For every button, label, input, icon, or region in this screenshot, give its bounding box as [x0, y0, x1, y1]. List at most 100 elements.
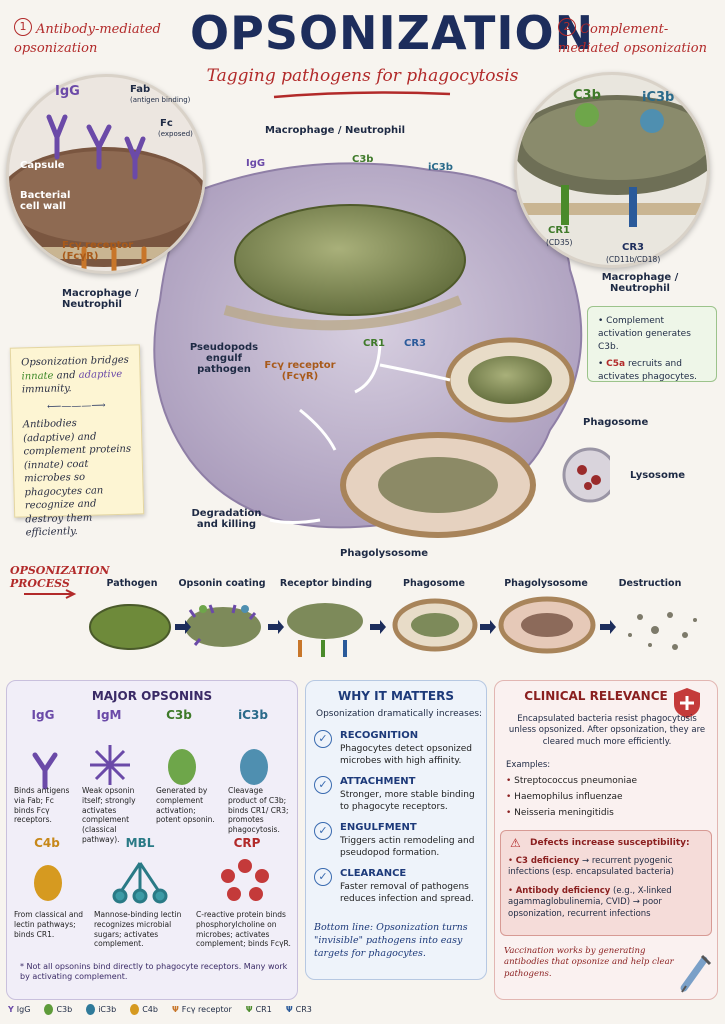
- examples-label: Examples:: [506, 760, 551, 770]
- subtitle-underline: [273, 91, 451, 99]
- complement-item2: • C5a recruits and activates phagocytes.: [598, 359, 697, 383]
- opsonin-desc-crp: C-reactive protein binds phosphorylcholi…: [196, 910, 291, 949]
- lysosome-label: Lysosome: [630, 470, 686, 481]
- opsonin-desc-ic3b: Cleavage product of C3b; binds CR1/ CR3;…: [228, 786, 289, 834]
- step-destruction-icon: [628, 612, 697, 650]
- fab-sub-label: (antigen binding): [130, 96, 191, 104]
- opsonin-name-ic3b: iC3b: [238, 708, 268, 722]
- step-label-destruction: Destruction: [618, 578, 682, 589]
- note-line1: Opsonization bridges innate and adaptive…: [21, 354, 130, 396]
- note-line2: Antibodies (adaptive) and complement pro…: [22, 418, 132, 539]
- ic3b-icon: [240, 749, 268, 785]
- cell-wall-label: Bacterial cell wall: [20, 190, 71, 212]
- step-pathogen-icon: [89, 604, 171, 650]
- center-c3b-label: C3b: [352, 154, 374, 165]
- why-head-attachment: ATTACHMENT: [340, 776, 416, 787]
- step-label-binding: Receptor binding: [279, 578, 373, 589]
- major-opsonins-panel: MAJOR OPSONINS: [6, 680, 298, 1000]
- mbl-icon: [112, 862, 168, 904]
- vaccine-note: Vaccination works by generating antibodi…: [504, 946, 674, 979]
- syringe-icon: [680, 954, 712, 993]
- center-ic3b-label: iC3b: [428, 162, 453, 173]
- example-item: • Haemophilus influenzae: [506, 792, 623, 802]
- why-text-engulfment: Triggers actin remodeling and pseudopod …: [340, 836, 475, 858]
- phagosome-label: Phagosome: [583, 417, 649, 428]
- opsonin-name-crp: CRP: [233, 836, 261, 850]
- why-head-recognition: RECOGNITION: [340, 730, 419, 741]
- legend-item-c3b: C3b: [44, 1004, 72, 1015]
- defects-box: [500, 830, 712, 936]
- ic3b-icon: [86, 1004, 96, 1015]
- opsonins-heading: MAJOR OPSONINS: [91, 689, 213, 703]
- fc-label: Fc: [160, 118, 173, 129]
- opsonin-icons-row1: [32, 745, 268, 790]
- phagolysosome-label: Phagolysosome: [340, 548, 429, 559]
- defect-item-antibody: • Antibody deficiency (e.g., X-linked ag…: [508, 886, 672, 919]
- why-it-matters-panel: WHY IT MATTERS Opsonization dramatically…: [305, 680, 487, 980]
- defect-item-c3: • C3 deficiency → recurrent pyogenic inf…: [508, 856, 674, 878]
- step-arrows: [175, 620, 616, 634]
- opsonin-name-c3b: C3b: [166, 708, 192, 722]
- complement-item1: • Complement activation generates C3b.: [598, 316, 691, 353]
- complement-box: • Complement activation generates C3b. •…: [587, 306, 717, 382]
- antibody-inset-art: [9, 114, 203, 271]
- why-text-clearance: Faster removal of pathogens reduces infe…: [340, 882, 474, 904]
- complement-inset-art: [517, 95, 707, 227]
- clinical-heading: CLINICAL RELEVANCE: [524, 689, 668, 703]
- step-label-pathogen: Pathogen: [106, 578, 158, 589]
- opsonins-footnote: * Not all opsonins bind directly to phag…: [20, 962, 288, 982]
- center-fcr-label: Fcγ receptor (FcγR): [264, 360, 336, 382]
- why-head-clearance: CLEARANCE: [340, 868, 407, 879]
- c4b-icon: [34, 865, 62, 901]
- bridge-note: Opsonization bridges innate and adaptive…: [9, 344, 145, 538]
- defects-heading: Defects increase susceptibility:: [530, 838, 690, 848]
- legend-item-ic3b: iC3b: [86, 1004, 116, 1015]
- fc-sub-label: (exposed): [158, 130, 193, 138]
- example-item: • Neisseria meningitidis: [506, 808, 614, 818]
- check-icon: ✓: [314, 730, 332, 748]
- antibody-inset: [6, 74, 206, 274]
- opsonin-name-mbl: MBL: [125, 836, 155, 850]
- double-arrow-icon: ⟵———⟶: [46, 399, 106, 413]
- cr3-icon: Ψ: [285, 1005, 293, 1014]
- igm-icon: [90, 745, 130, 785]
- step-label-coating: Opsonin coating: [178, 578, 266, 589]
- why-head-engulfment: ENGULFMENT: [340, 822, 417, 833]
- shield-icon: [674, 688, 700, 718]
- opsonin-name-igg: IgG: [31, 708, 55, 722]
- opsonin-name-igm: IgM: [96, 708, 122, 722]
- process-heading-arrow: [24, 589, 77, 599]
- why-text-attachment: Stronger, more stable binding to phagocy…: [340, 790, 475, 812]
- c3b-icon: [44, 1004, 54, 1015]
- opsonin-desc-c4b: From classical and lectin pathways; bind…: [14, 910, 83, 939]
- inset-cr1-sub: (CD35): [546, 238, 573, 247]
- inset-cr3-label: CR3: [622, 242, 644, 253]
- warning-icon: ⚠: [510, 836, 521, 850]
- process-heading: OPSONIZATION PROCESS: [10, 564, 110, 590]
- step-label-phagosome: Phagosome: [403, 578, 465, 589]
- opsonin-desc-mbl: Mannose-binding lectin recognizes microb…: [94, 910, 182, 949]
- step-coating-icon: [185, 607, 261, 647]
- degradation-label: Degradation and killing: [191, 508, 262, 530]
- left-number: 1: [14, 18, 32, 36]
- crp-icon: [221, 859, 269, 901]
- right-inset-cell-label: Macrophage / Neutrophil: [601, 272, 679, 294]
- why-intro: Opsonization dramatically increases:: [316, 709, 483, 719]
- c3b-icon: [168, 749, 196, 785]
- center-cr1-label: CR1: [363, 338, 385, 349]
- example-item: • Streptococcus pneumoniae: [506, 776, 637, 786]
- check-icon: ✓: [314, 822, 332, 840]
- pseudopods-label: Pseudopods engulf pathogen: [189, 342, 259, 375]
- center-cr3-label: CR3: [404, 338, 426, 349]
- left-inset-cell-label: Macrophage / Neutrophil: [62, 288, 139, 310]
- page-title: OPSONIZATION: [190, 6, 595, 60]
- center-igg-label: IgG: [246, 158, 266, 169]
- center-cell-label: Macrophage / Neutrophil: [265, 125, 405, 136]
- process-steps-art: [89, 596, 697, 657]
- capsule-label: Capsule: [20, 160, 65, 171]
